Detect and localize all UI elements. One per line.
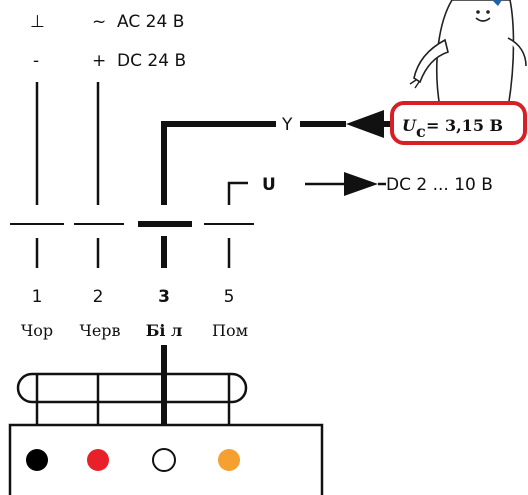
u-output-arrow	[344, 172, 378, 196]
uc-subscript: c	[416, 122, 426, 141]
y-input-arrow	[346, 110, 384, 138]
wire-name-3: Бі л	[146, 321, 183, 340]
uc-highlight-box	[390, 101, 527, 145]
device-housing	[8, 423, 324, 495]
mascot-illustration	[409, 0, 527, 109]
wire-dot-white	[152, 448, 176, 472]
terminal-number-1: 1	[32, 287, 43, 307]
wire-dot-orange	[218, 449, 240, 471]
terminal-number-3: 3	[158, 287, 170, 307]
wire-3-y-path	[161, 121, 276, 205]
ac-24v-label: ~ AC 24 В	[92, 12, 184, 32]
terminal-number-2: 2	[93, 287, 104, 307]
dc-24v-label: + DC 24 В	[92, 51, 186, 71]
wire-dot-red	[87, 449, 109, 471]
u-symbol: U	[262, 175, 276, 195]
wire-name-1: Чор	[21, 321, 53, 340]
terminal-number-5: 5	[224, 287, 235, 307]
minus-label: -	[33, 51, 39, 71]
wire-name-2: Черв	[79, 321, 120, 340]
dc-range-label: DC 2 ... 10 В	[386, 175, 493, 195]
wire-name-5: Пом	[212, 321, 248, 340]
y-symbol: Y	[281, 115, 293, 135]
ground-symbol: ⊥	[30, 12, 45, 32]
wire-5-u-path	[227, 181, 248, 205]
uc-symbol: U	[402, 116, 417, 135]
uc-value: = 3,15 В	[426, 116, 503, 135]
wire-dot-black	[26, 449, 48, 471]
cable-sleeve	[16, 372, 248, 404]
